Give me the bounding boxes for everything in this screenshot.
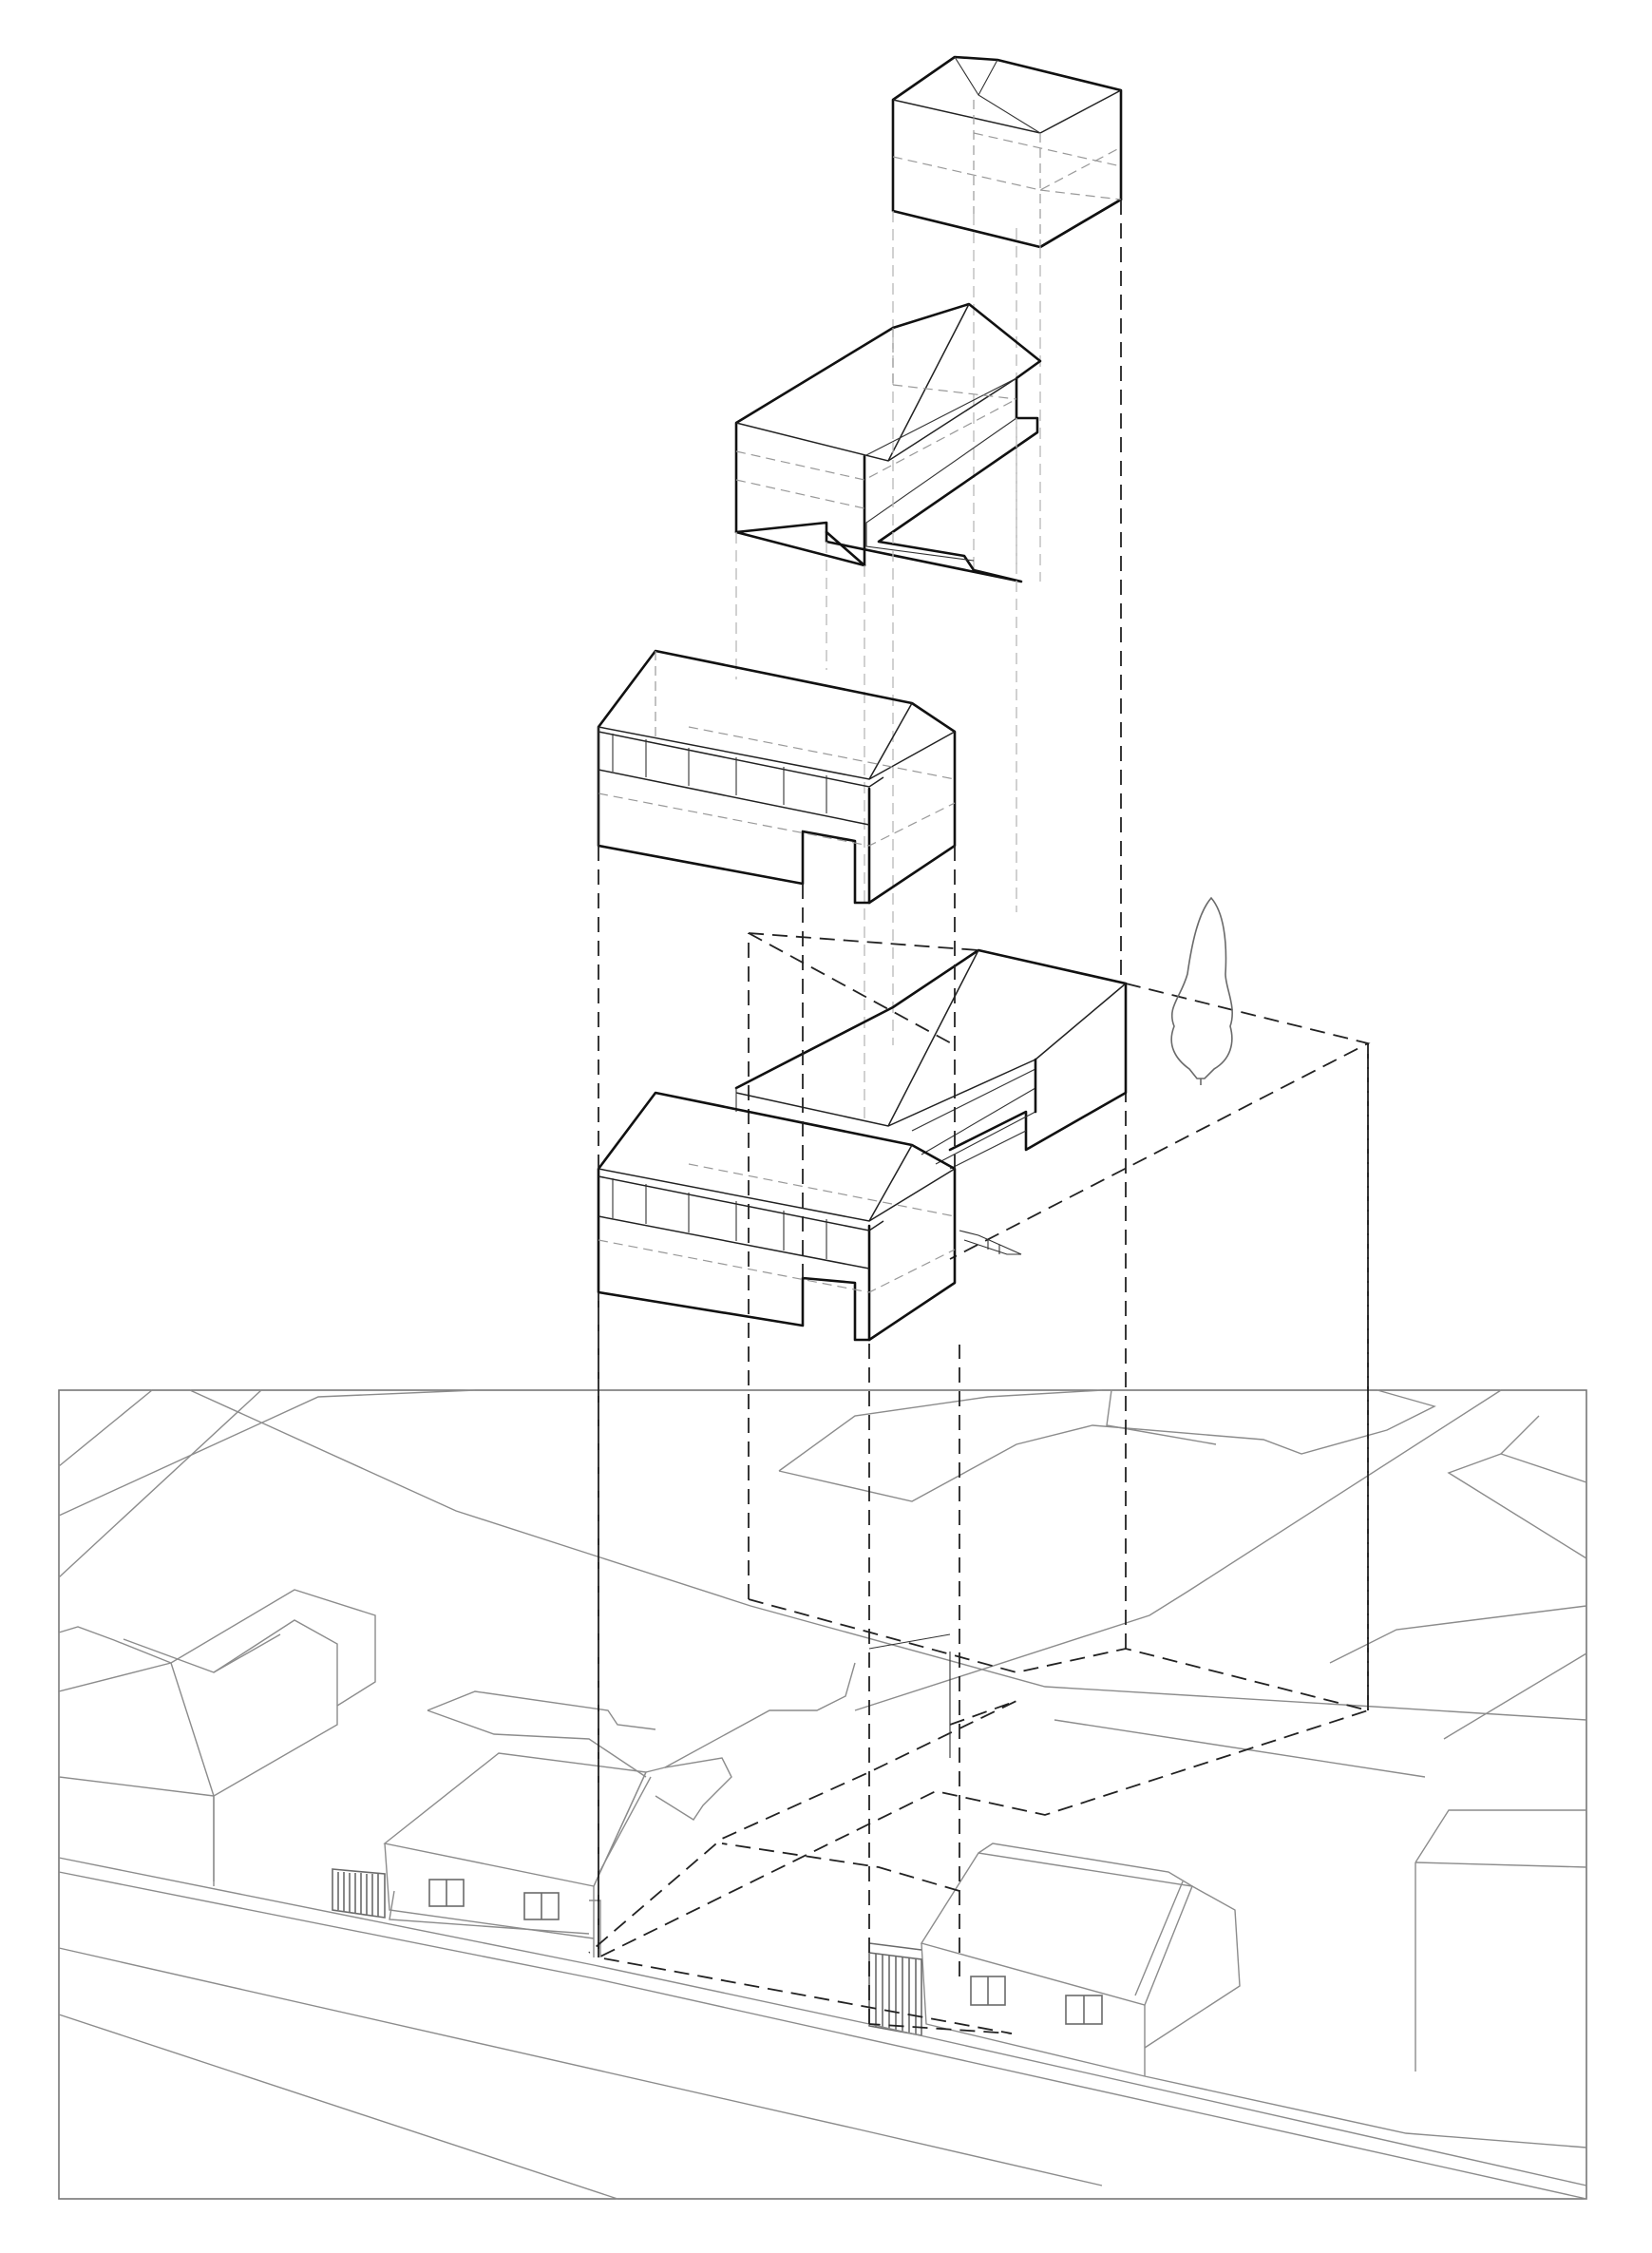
plot-outline-ground bbox=[588, 933, 1372, 2034]
projection-lines-upper bbox=[735, 418, 1017, 1121]
site-frame bbox=[58, 1389, 1587, 2200]
neighbour-house-right-edge bbox=[1415, 1809, 1587, 2072]
assembled-house bbox=[597, 948, 1128, 1342]
ground-floor bbox=[597, 649, 957, 905]
tree bbox=[1170, 896, 1233, 1085]
neighbour-bungalow-right bbox=[868, 1842, 1241, 2077]
gate-right bbox=[868, 1942, 922, 2036]
upper-floor bbox=[734, 302, 1042, 583]
gate-left bbox=[332, 1868, 386, 1919]
projection-lines-left bbox=[598, 846, 956, 1957]
neighbour-bungalow-left bbox=[332, 1662, 856, 1957]
neighbour-house-left bbox=[58, 1589, 376, 1886]
street bbox=[58, 1857, 1587, 2200]
plot-outline-raised bbox=[748, 932, 1371, 1710]
site-context bbox=[58, 1389, 1587, 2200]
roof-block bbox=[891, 55, 1123, 249]
